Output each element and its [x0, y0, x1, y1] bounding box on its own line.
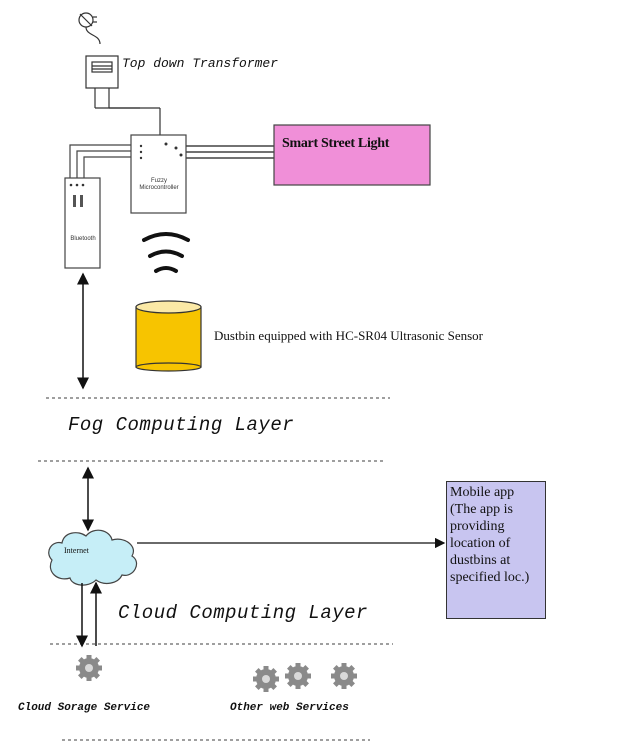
mobile-app-line: providing — [450, 519, 505, 534]
other-web-services-label: Other web Services — [230, 702, 349, 714]
cloud-storage-label: Cloud Sorage Service — [18, 702, 151, 714]
wires-to-bluetooth — [69, 144, 131, 178]
web-service-gear-icon-1 — [253, 666, 279, 692]
transformer-icon — [85, 55, 161, 135]
cloud-storage-gear-icon — [76, 655, 102, 681]
bluetooth-module — [64, 177, 101, 269]
transformer-label: Top down Transformer — [122, 56, 279, 71]
web-service-gear-icon-2 — [285, 663, 311, 689]
street-light-label: Smart Street Light — [282, 136, 390, 151]
dustbin-icon — [135, 300, 202, 372]
internet-label: Internet — [64, 546, 89, 555]
power-plug-icon — [78, 12, 101, 45]
mobile-app-box: Mobile app (The app is providing locatio… — [446, 481, 546, 619]
microcontroller-label: Fuzzy Microcontroller — [139, 178, 179, 191]
fog-layer-label: Fog Computing Layer — [68, 414, 295, 436]
bluetooth-label: Bluetooth — [70, 236, 96, 242]
web-service-gear-icon-3 — [331, 663, 357, 689]
microcontroller-board — [130, 134, 187, 214]
cloud-layer-label: Cloud Computing Layer — [118, 602, 368, 624]
wires-to-street-light — [186, 145, 274, 159]
internet-cloud-icon — [48, 529, 137, 586]
mobile-app-line: Mobile app — [450, 485, 515, 500]
street-light-box — [273, 124, 431, 186]
mobile-app-line: specified loc.) — [450, 570, 530, 585]
mobile-app-line: (The app is — [450, 502, 513, 517]
wireless-signal-icon — [142, 232, 190, 273]
mobile-app-line: dustbins at — [450, 553, 511, 568]
dustbin-label: Dustbin equipped with HC-SR04 Ultrasonic… — [214, 328, 484, 343]
mobile-app-line: location of — [450, 536, 511, 551]
